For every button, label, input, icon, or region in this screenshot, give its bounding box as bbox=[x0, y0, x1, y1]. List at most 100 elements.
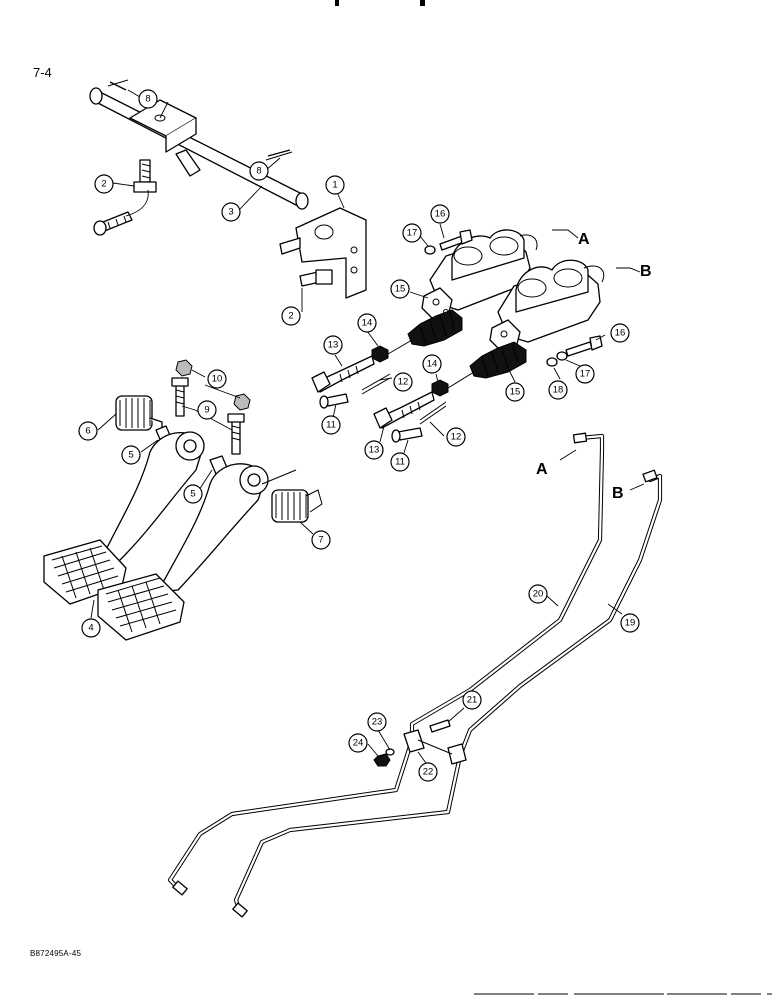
svg-text:15: 15 bbox=[395, 284, 406, 295]
washer-17-upper bbox=[424, 245, 436, 255]
nut-14-lower bbox=[431, 379, 449, 397]
svg-text:10: 10 bbox=[212, 374, 223, 385]
pushrod-b bbox=[447, 371, 475, 389]
washer-17-lower bbox=[556, 351, 568, 361]
washer-23 bbox=[385, 748, 395, 756]
svg-text:12: 12 bbox=[451, 432, 462, 443]
callout-22: 22 bbox=[418, 762, 438, 782]
brake-line-20 bbox=[167, 433, 605, 893]
letter-labels: A B A B bbox=[536, 231, 652, 502]
cotter-12-lower bbox=[419, 401, 447, 425]
svg-text:20: 20 bbox=[533, 589, 544, 600]
leader-bolt-pair bbox=[125, 189, 149, 217]
letter-a-cylinder: A bbox=[578, 231, 590, 248]
callout-18: 18 bbox=[548, 380, 568, 400]
svg-text:22: 22 bbox=[423, 767, 434, 778]
master-cylinder-b bbox=[489, 259, 605, 351]
svg-text:17: 17 bbox=[580, 369, 591, 380]
page-number: 7-4 bbox=[33, 65, 52, 80]
bolt-9-left bbox=[171, 377, 189, 417]
svg-text:13: 13 bbox=[328, 340, 339, 351]
callout-15-b: 15 bbox=[505, 382, 525, 402]
svg-text:21: 21 bbox=[467, 695, 478, 706]
callout-5-a: 5 bbox=[121, 445, 141, 465]
callout-14-a: 14 bbox=[357, 313, 377, 333]
clevis-13-upper bbox=[311, 355, 375, 393]
pin-11-upper bbox=[319, 393, 349, 409]
callout-12-a: 12 bbox=[393, 372, 413, 392]
pedal-right bbox=[97, 463, 269, 641]
nut-24 bbox=[373, 753, 391, 767]
top-edge-marks bbox=[335, 0, 425, 6]
svg-text:15: 15 bbox=[510, 387, 521, 398]
callout-13-b: 13 bbox=[364, 440, 384, 460]
svg-text:14: 14 bbox=[427, 359, 438, 370]
callout-4: 4 bbox=[81, 618, 101, 638]
svg-text:12: 12 bbox=[398, 377, 409, 388]
letter-b-cylinder: B bbox=[640, 263, 652, 280]
callout-16-a: 16 bbox=[430, 204, 450, 224]
svg-text:19: 19 bbox=[625, 618, 636, 629]
bolt-9-right bbox=[227, 413, 245, 455]
brake-line-19 bbox=[233, 473, 663, 915]
callout-21: 21 bbox=[462, 690, 482, 710]
svg-text:16: 16 bbox=[615, 328, 626, 339]
pedal-shaft bbox=[89, 79, 309, 210]
leaders bbox=[90, 89, 645, 771]
pivot-line bbox=[261, 469, 297, 485]
callout-19: 19 bbox=[620, 613, 640, 633]
callout-13-a: 13 bbox=[323, 335, 343, 355]
clevis-13-lower bbox=[373, 391, 435, 429]
callout-7: 7 bbox=[311, 530, 331, 550]
fitting-b-end bbox=[642, 469, 658, 483]
svg-text:5: 5 bbox=[128, 450, 133, 461]
bracket bbox=[279, 207, 367, 299]
fitting-lower-left bbox=[172, 880, 188, 896]
svg-text:17: 17 bbox=[407, 228, 418, 239]
callout-6: 6 bbox=[78, 421, 98, 441]
cotter-12-upper bbox=[361, 373, 391, 395]
svg-text:4: 4 bbox=[88, 623, 93, 634]
svg-text:3: 3 bbox=[228, 207, 233, 218]
callout-16-b: 16 bbox=[610, 323, 630, 343]
letter-a-line: A bbox=[536, 461, 548, 478]
svg-text:14: 14 bbox=[362, 318, 373, 329]
master-cylinder-a bbox=[421, 229, 538, 319]
callout-8-b: 8 bbox=[249, 161, 269, 181]
svg-text:18: 18 bbox=[553, 385, 564, 396]
return-spring-7 bbox=[271, 489, 323, 523]
clamp-22 bbox=[403, 729, 467, 765]
callout-2-a: 2 bbox=[94, 174, 114, 194]
bolt-16-upper bbox=[439, 229, 473, 251]
callout-24: 24 bbox=[348, 733, 368, 753]
callout-9: 9 bbox=[197, 400, 217, 420]
bolt-16-lower bbox=[565, 335, 603, 357]
svg-text:9: 9 bbox=[204, 405, 209, 416]
svg-text:2: 2 bbox=[288, 311, 293, 322]
boot-b bbox=[469, 341, 527, 379]
boot-a bbox=[407, 309, 463, 347]
svg-text:11: 11 bbox=[395, 457, 405, 468]
washer-18 bbox=[546, 357, 558, 367]
nut-14-upper bbox=[371, 345, 389, 363]
callout-5-b: 5 bbox=[183, 484, 203, 504]
nut-10-left bbox=[175, 359, 193, 377]
callout-1: 1 bbox=[325, 175, 345, 195]
return-spring-6 bbox=[115, 395, 163, 432]
callout-8-a: 8 bbox=[138, 89, 158, 109]
callout-17-a: 17 bbox=[402, 223, 422, 243]
callout-11-b: 11 bbox=[390, 452, 410, 472]
svg-text:23: 23 bbox=[372, 717, 383, 728]
svg-text:5: 5 bbox=[190, 489, 195, 500]
pushrod-a bbox=[387, 339, 413, 355]
bolt-bracket bbox=[299, 269, 333, 287]
fitting-a-end bbox=[572, 432, 588, 444]
figure-code: B872495A-45 bbox=[30, 949, 82, 958]
bolt-lower bbox=[93, 211, 133, 236]
svg-text:11: 11 bbox=[326, 420, 336, 431]
svg-text:16: 16 bbox=[435, 209, 446, 220]
svg-text:1: 1 bbox=[332, 180, 337, 191]
callout-10: 10 bbox=[207, 369, 227, 389]
nut-10-right bbox=[233, 393, 251, 411]
svg-text:24: 24 bbox=[353, 738, 364, 749]
